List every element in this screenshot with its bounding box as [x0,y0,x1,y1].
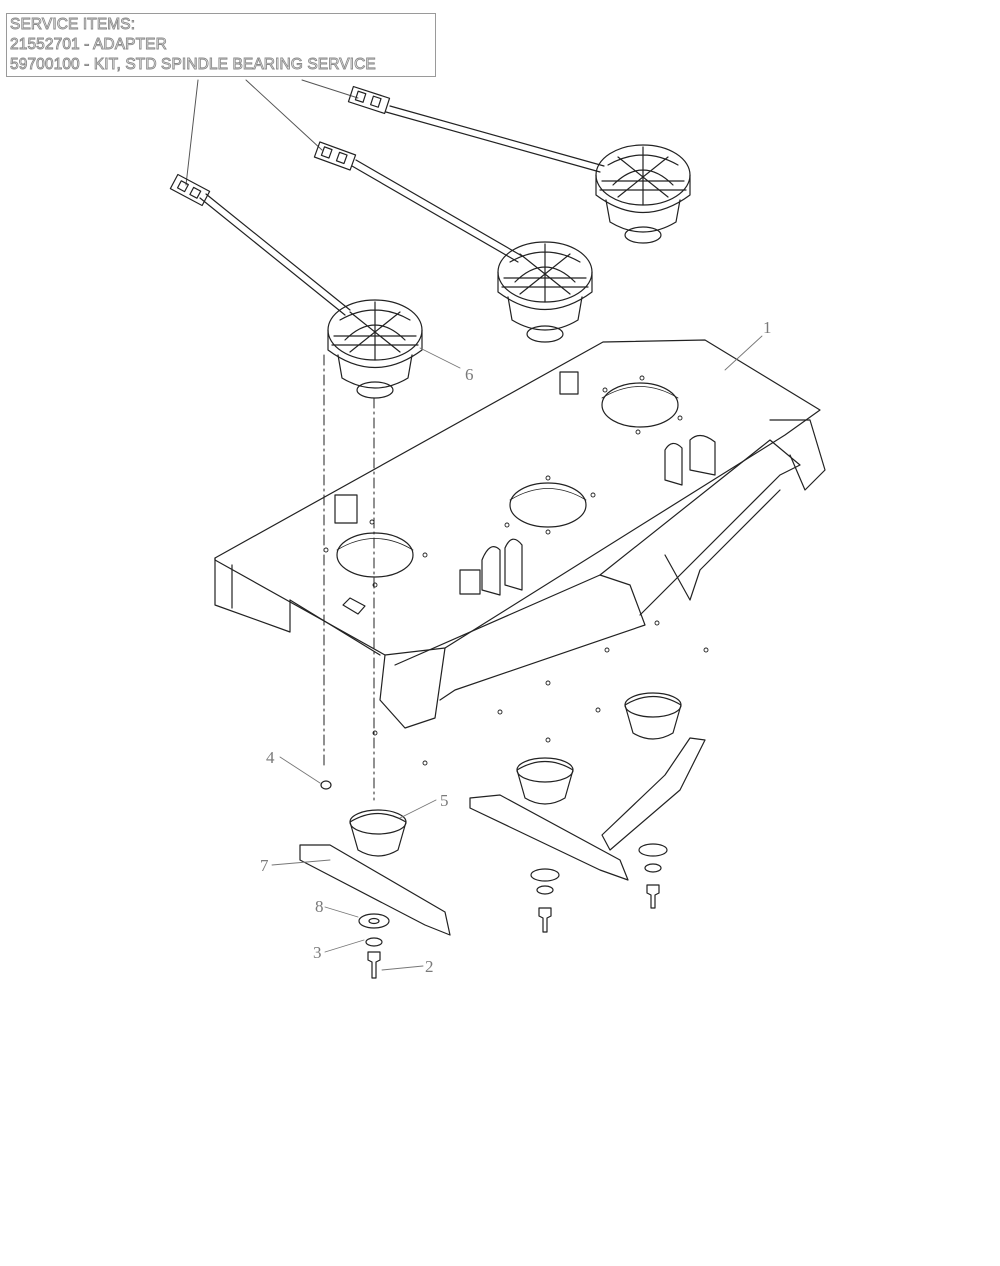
callout-6: 6 [465,365,474,384]
deck-bolt-holes [323,375,709,766]
callout-1: 1 [763,318,772,337]
alignment-lines [323,354,375,801]
cable-connector-left [169,173,351,316]
cable-connector-right [347,85,605,173]
callout-3: 3 [313,943,322,962]
service-item-bearing-kit: 59700100 - KIT, STD SPINDLE BEARING SERV… [10,56,377,74]
service-item-adapter: 21552701 - ADAPTER [10,36,168,54]
washers-and-bolts [358,843,668,979]
spindle-motor-left [327,299,423,399]
deck-brackets [334,371,716,615]
mower-deck [214,339,826,766]
service-items-box: SERVICE ITEMS: 21552701 - ADAPTER 597001… [6,13,436,77]
service-items-heading: SERVICE ITEMS: [10,16,136,34]
callout-7: 7 [260,856,269,875]
callout-2: 2 [425,957,434,976]
callout-8: 8 [315,897,324,916]
nut-part-4 [320,780,332,790]
callout-leaders [271,335,763,971]
spindle-cables [169,85,605,316]
callout-4: 4 [266,748,275,767]
callout-5: 5 [440,791,449,810]
service-leader-lines [185,79,359,186]
blade-adapters [349,692,682,857]
spindle-motor-middle [497,241,593,343]
spindle-motor-right [595,144,691,244]
cable-connector-middle [313,141,523,263]
blades [299,737,706,936]
